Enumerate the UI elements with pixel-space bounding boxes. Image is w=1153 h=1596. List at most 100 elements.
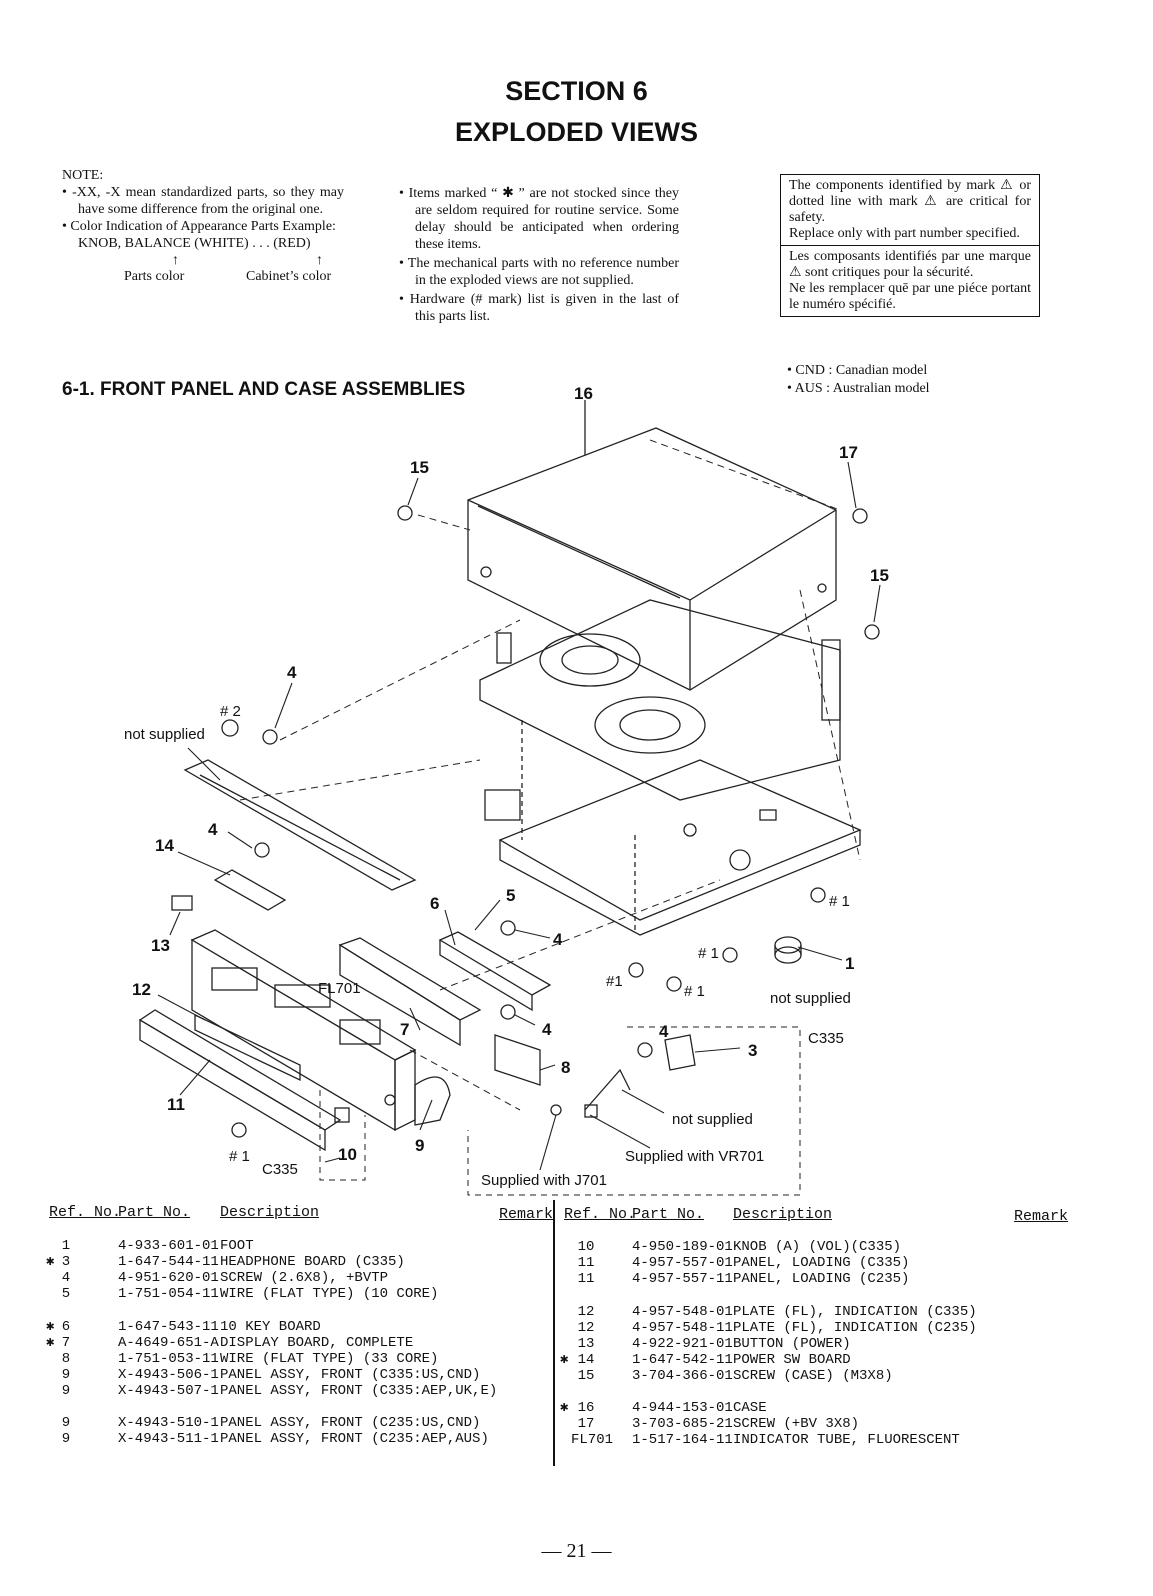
power-board-drawing — [171, 869, 287, 911]
row-part-no: 4-957-557-01 — [632, 1255, 733, 1271]
row-ref-no: 16 — [577, 1400, 595, 1416]
row-part-no: 1-647-544-11 — [118, 1254, 219, 1270]
row-ref-no: 13 — [577, 1336, 595, 1352]
callout-13: 13 — [151, 936, 170, 955]
supplied-with-vr701-label: Supplied with VR701 — [625, 1148, 765, 1165]
screws — [221, 505, 880, 1138]
note-item: • Items marked “ ✱ ” are not stocked sin… — [399, 186, 679, 252]
row-description: PANEL ASSY, FRONT (C235:AEP,AUS) — [220, 1431, 489, 1447]
note-label: NOTE: — [62, 168, 104, 183]
row-ref-no: 15 — [577, 1368, 595, 1384]
header-ref-no: Ref. No. — [564, 1206, 637, 1223]
callout-1: 1 — [845, 954, 855, 973]
hardware-1-label: # 1 — [829, 893, 850, 910]
row-description: KNOB (A) (VOL)(C335) — [733, 1239, 902, 1255]
row-ref-no: 10 — [577, 1239, 595, 1255]
front-panel-drawing — [190, 929, 451, 1132]
table-divider — [553, 1200, 555, 1466]
row-part-no: X-4943-511-1 — [118, 1431, 219, 1447]
row-description: SCREW (2.6X8), +BVTP — [220, 1270, 389, 1286]
row-description: PANEL ASSY, FRONT (C235:US,CND) — [220, 1415, 481, 1431]
row-ref-no: 1 — [61, 1238, 71, 1254]
headphone-board-drawing — [550, 1034, 696, 1118]
header-part-no: Part No. — [632, 1206, 705, 1223]
not-supplied-label: not supplied — [124, 726, 205, 743]
page-number: — 21 — — [541, 1540, 612, 1562]
row-ref-no: 7 — [61, 1335, 71, 1351]
callout-5: 5 — [506, 886, 516, 905]
callout-11: 11 — [167, 1095, 185, 1114]
note-item: • The mechanical parts with no reference… — [399, 256, 679, 288]
row-ref-no: 9 — [61, 1415, 71, 1431]
callout-4: 4 — [553, 930, 563, 949]
parts-color-label: Parts color — [124, 269, 185, 284]
row-part-no: 4-957-548-11 — [632, 1320, 733, 1336]
loading-panel-drawing — [138, 1009, 342, 1152]
row-star-mark: ✱ — [46, 1319, 55, 1335]
header-remark: Remark — [499, 1206, 554, 1223]
row-part-no: 1-751-054-11 — [118, 1286, 219, 1302]
row-part-no: 1-647-543-11 — [118, 1319, 219, 1335]
display-board-drawing — [338, 937, 482, 1047]
row-star-mark: ✱ — [560, 1400, 569, 1416]
callout-15: 15 — [410, 458, 429, 477]
c335-label: C335 — [808, 1030, 844, 1047]
not-supplied-label: not supplied — [770, 990, 851, 1007]
mechanism-drawing — [479, 599, 841, 801]
row-ref-no: 5 — [61, 1286, 71, 1302]
hardware-1-label: # 1 — [684, 983, 705, 1000]
row-ref-no: 14 — [577, 1352, 595, 1368]
row-description: INDICATOR TUBE, FLUORESCENT — [733, 1432, 960, 1448]
case-drawing — [467, 400, 837, 691]
row-ref-no: 8 — [61, 1351, 71, 1367]
row-part-no: 3-704-366-01 — [632, 1368, 733, 1384]
supplied-with-j701-label: Supplied with J701 — [481, 1172, 607, 1189]
hardware-1-label: # 1 — [698, 945, 719, 962]
warning-text-fr: Les composants identifiés par une marque… — [789, 249, 1031, 280]
row-ref-no: 11 — [577, 1255, 595, 1271]
exploded-view-diagram — [138, 400, 881, 1196]
indication-plate-drawing — [194, 1013, 301, 1082]
row-description: POWER SW BOARD — [733, 1352, 851, 1368]
note-column-2: • Items marked “ ✱ ” are not stocked sin… — [399, 185, 679, 325]
knob-drawing — [334, 1107, 350, 1123]
row-description: PANEL ASSY, FRONT (C335:US,CND) — [220, 1367, 481, 1383]
callout-4: 4 — [208, 820, 218, 839]
callout-10: 10 — [338, 1145, 357, 1164]
chassis-drawing — [484, 720, 862, 936]
note-item: • -XX, -X mean standardized parts, so th… — [62, 185, 344, 217]
fl701-label: FL701 — [318, 980, 361, 997]
callout-3: 3 — [748, 1041, 758, 1060]
row-description: PLATE (FL), INDICATION (C235) — [733, 1320, 977, 1336]
row-description: SCREW (CASE) (M3X8) — [733, 1368, 893, 1384]
flat-wire-drawing — [494, 1034, 541, 1086]
warning-text-en: The components identified by mark ⚠ or d… — [789, 178, 1031, 225]
row-part-no: X-4943-507-1 — [118, 1383, 219, 1399]
rail-drawing — [183, 759, 417, 891]
note-item: • Color Indication of Appearance Parts E… — [62, 219, 336, 234]
subsection-title: 6-1. FRONT PANEL AND CASE ASSEMBLIES — [62, 379, 466, 400]
note-item: • Hardware (# mark) list is given in the… — [399, 292, 679, 324]
callout-7: 7 — [400, 1020, 410, 1039]
callout-17: 17 — [839, 443, 858, 462]
row-part-no: 4-933-601-01 — [118, 1238, 219, 1254]
row-description: SCREW (+BV 3X8) — [733, 1416, 860, 1432]
row-part-no: 1-647-542-11 — [632, 1352, 733, 1368]
safety-warning-box: The components identified by mark ⚠ or d… — [780, 174, 1040, 317]
row-description: 10 KEY BOARD — [220, 1319, 321, 1335]
row-description: WIRE (FLAT TYPE) (10 CORE) — [220, 1286, 439, 1302]
callout-12: 12 — [132, 980, 151, 999]
arrow-up-icon: ↑ — [316, 253, 323, 268]
row-star-mark: ✱ — [46, 1335, 55, 1351]
row-description: HEADPHONE BOARD (C335) — [220, 1254, 405, 1270]
row-description: FOOT — [220, 1238, 254, 1254]
row-part-no: 4-957-548-01 — [632, 1304, 733, 1320]
row-ref-no: 4 — [61, 1270, 71, 1286]
note-column-1: NOTE: • -XX, -X mean standardized parts,… — [62, 167, 344, 286]
c335-label: C335 — [262, 1161, 298, 1178]
row-part-no: 4-957-557-11 — [632, 1271, 733, 1287]
cabinet-color-label: Cabinet’s color — [246, 269, 332, 284]
model-aus: • AUS : Australian model — [787, 381, 930, 396]
row-part-no: 1-751-053-11 — [118, 1351, 219, 1367]
row-part-no: X-4943-506-1 — [118, 1367, 219, 1383]
